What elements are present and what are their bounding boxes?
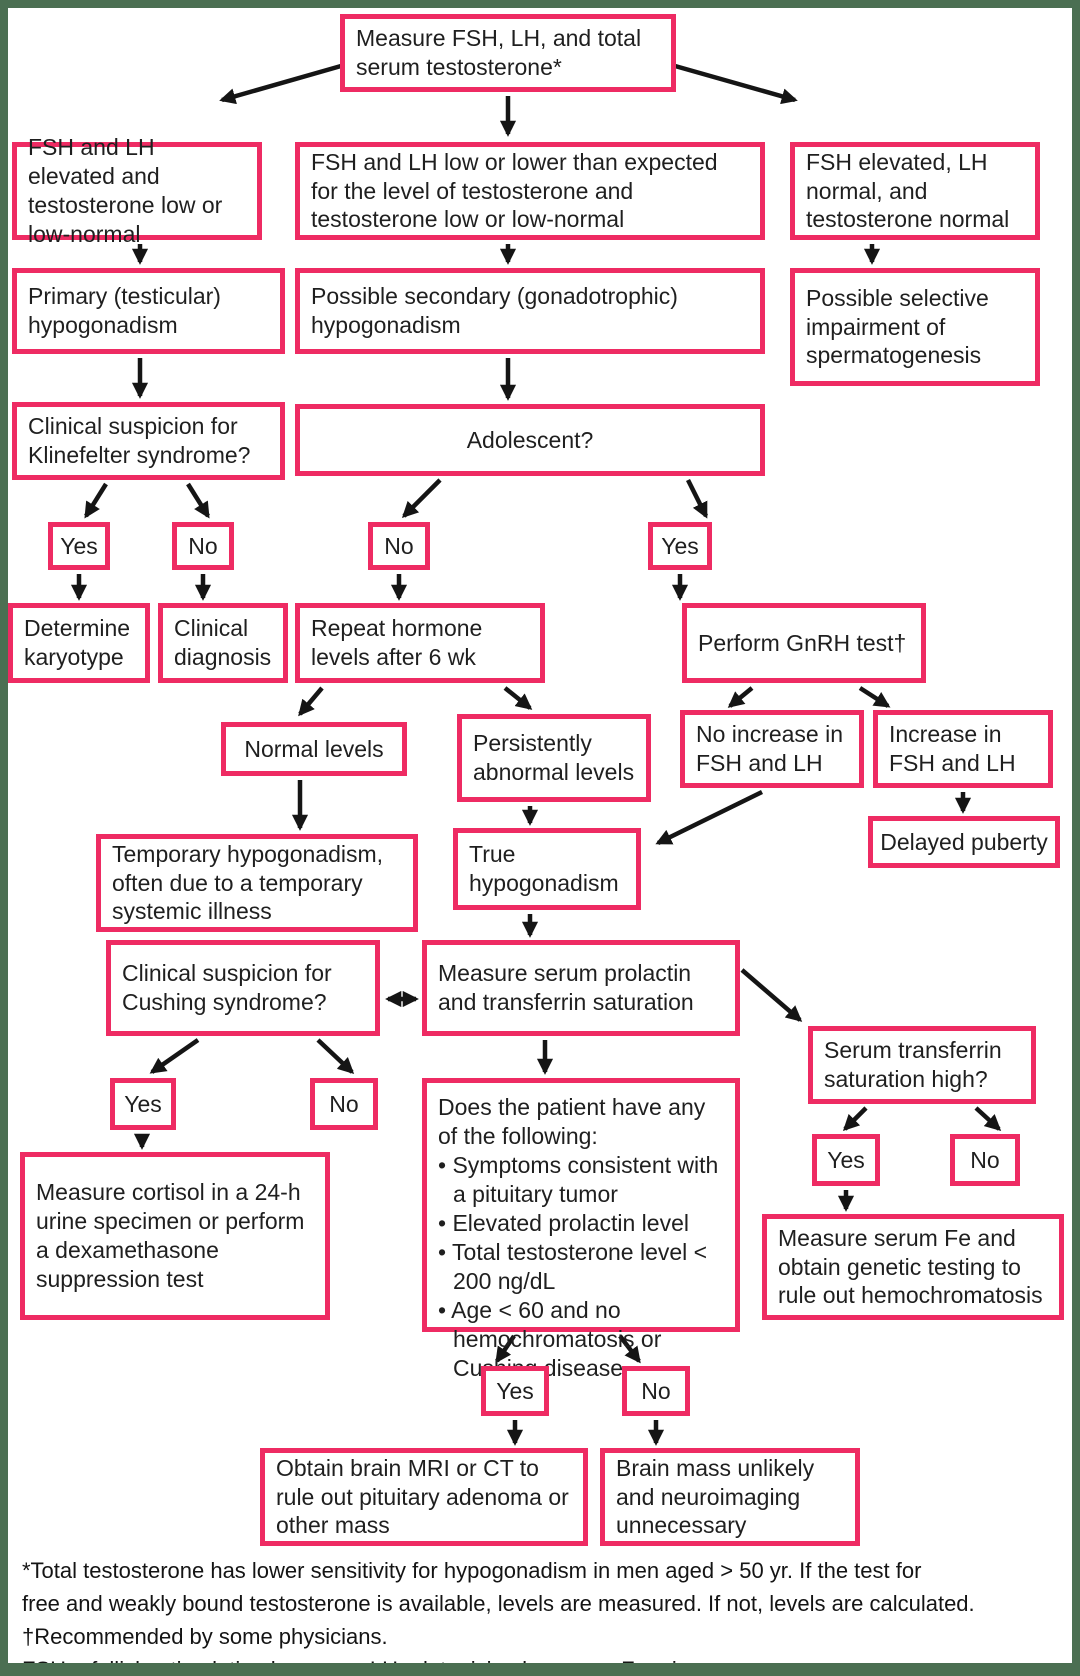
node-yes-adolescent: Yes — [648, 522, 712, 570]
arrow-measure-to-elevated — [219, 61, 349, 105]
node-brain-mass-unlikely: Brain mass unlikely and neuroimaging unn… — [600, 1448, 860, 1546]
node-secondary-hypogonadism: Possible secondary (gonadotrophic) hypog… — [295, 268, 765, 354]
node-measure-prolactin-transferrin: Measure serum prolactin and transferrin … — [422, 940, 740, 1036]
node-cushing-suspicion: Clinical suspicion for Cushing syndrome? — [106, 940, 380, 1036]
node-adolescent-question: Adolescent? — [295, 404, 765, 476]
node-no-increase-fsh-lh: No increase in FSH and LH — [680, 710, 864, 788]
arrow-does-to-no — [618, 1334, 641, 1364]
node-no-cushing: No — [310, 1078, 378, 1130]
arrow-transferrin-to-yes — [842, 1106, 868, 1132]
arrow-prolactin-to-transferrin — [740, 968, 803, 1022]
node-measure-fsh-lh-testosterone: Measure FSH, LH, and total serum testost… — [340, 14, 676, 92]
node-yes-klinefelter: Yes — [48, 522, 110, 570]
arrow-adolescent-to-no — [401, 478, 442, 519]
node-measure-cortisol: Measure cortisol in a 24-h urine specime… — [20, 1152, 330, 1320]
arrow-cushing-to-no — [316, 1038, 355, 1074]
node-transferrin-saturation-high: Serum transferrin saturation high? — [808, 1026, 1036, 1104]
node-repeat-hormone-levels: Repeat hormone levels after 6 wk — [295, 603, 545, 683]
node-temporary-hypogonadism: Temporary hypogonadism, often due to a t… — [96, 834, 418, 932]
arrow-adolescent-to-yes — [685, 478, 709, 519]
arrow-klinefelter-to-no — [186, 482, 210, 519]
pituitary-criteria-list: • Symptoms consistent with a pituitary t… — [438, 1151, 719, 1381]
node-persistently-abnormal: Persistently abnormal levels — [457, 714, 651, 802]
arrow-gnrh-to-increase — [858, 686, 891, 708]
node-klinefelter-suspicion: Clinical suspicion for Klinefelter syndr… — [12, 402, 285, 480]
node-yes-transferrin: Yes — [812, 1134, 880, 1186]
node-perform-gnrh-test: Perform GnRH test† — [682, 603, 926, 683]
arrow-transferrin-to-no — [974, 1106, 1002, 1131]
footnotes: *Total testosterone has lower sensitivit… — [22, 1558, 975, 1676]
arrow-repeat-to-normal — [298, 686, 324, 717]
arrow-klinefelter-to-yes — [84, 482, 108, 519]
node-obtain-brain-mri: Obtain brain MRI or CT to rule out pitui… — [260, 1448, 588, 1546]
node-no-transferrin: No — [950, 1134, 1020, 1186]
node-no-adolescent: No — [368, 522, 430, 570]
node-yes-cushing: Yes — [110, 1078, 176, 1130]
node-true-hypogonadism: True hypogonadism — [453, 828, 641, 910]
node-increase-fsh-lh: Increase in FSH and LH — [873, 710, 1053, 788]
arrow-gnrh-to-no-increase — [727, 686, 754, 708]
node-no-klinefelter: No — [172, 522, 234, 570]
arrow-measure-to-fsh-elevated — [667, 61, 798, 105]
node-fsh-lh-low: FSH and LH low or lower than expected fo… — [295, 142, 765, 240]
node-primary-hypogonadism: Primary (testicular) hypogonadism — [12, 268, 285, 354]
node-yes-pituitary: Yes — [481, 1366, 549, 1416]
node-delayed-puberty: Delayed puberty — [868, 816, 1060, 868]
pituitary-criteria-intro: Does the patient have any of the followi… — [438, 1094, 706, 1149]
node-fsh-elevated-lh-normal: FSH elevated, LH normal, and testosteron… — [790, 142, 1040, 240]
node-selective-impairment: Possible selective impairment of spermat… — [790, 268, 1040, 386]
node-normal-levels: Normal levels — [221, 722, 407, 776]
arrow-does-to-yes — [495, 1334, 516, 1364]
node-pituitary-criteria: Does the patient have any of the followi… — [422, 1078, 740, 1381]
node-no-pituitary: No — [622, 1366, 690, 1416]
node-clinical-diagnosis: Clinical diagnosis — [158, 603, 288, 683]
arrow-no-increase-to-true — [655, 789, 763, 846]
arrow-repeat-to-persistently — [503, 686, 533, 710]
node-fsh-lh-elevated: FSH and LH elevated and testosterone low… — [12, 134, 262, 247]
arrow-cushing-to-yes — [149, 1038, 200, 1074]
node-measure-serum-fe: Measure serum Fe and obtain genetic test… — [762, 1214, 1064, 1320]
node-determine-karyotype: Determine karyotype — [8, 603, 150, 683]
